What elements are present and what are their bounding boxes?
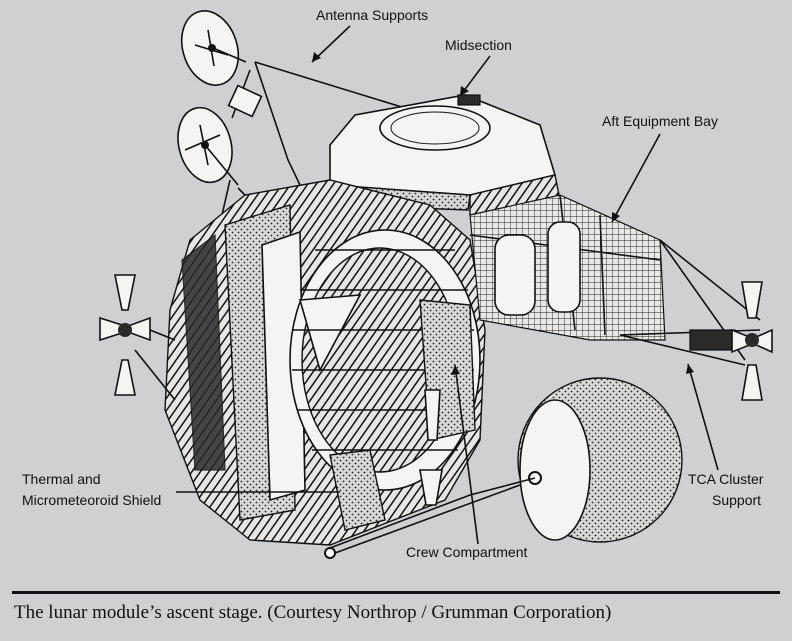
callout-crew-compartment: Crew Compartment: [406, 364, 527, 560]
label-thermal-line2: Micrometeoroid Shield: [22, 492, 161, 508]
callout-thermal-shield: Thermal and Micrometeoroid Shield: [22, 471, 340, 508]
caption-rule: [12, 591, 780, 594]
dish-antenna-upper: [180, 10, 247, 86]
ascent-stage-drawing: [99, 10, 773, 559]
label-thermal-line1: Thermal and: [22, 471, 101, 487]
lower-struts: [324, 477, 536, 559]
antenna-boom: [227, 61, 406, 186]
callout-antenna-supports: Antenna Supports: [311, 7, 428, 63]
center-thruster: [419, 389, 443, 506]
crew-compartment-barrel: [289, 229, 481, 491]
label-crew-compartment: Crew Compartment: [406, 544, 527, 560]
right-thruster-cluster: [731, 281, 773, 401]
label-tca-line1: TCA Cluster: [688, 471, 764, 487]
callout-midsection: Midsection: [445, 37, 512, 97]
label-tca-line2: Support: [712, 492, 761, 508]
label-midsection: Midsection: [445, 37, 512, 53]
label-aft-equipment-bay: Aft Equipment Bay: [602, 113, 718, 129]
micrometeoroid-shield-patch: [329, 449, 386, 531]
callout-aft-equipment-bay: Aft Equipment Bay: [602, 113, 718, 223]
figure-caption: The lunar module’s ascent stage. (Courte…: [14, 602, 612, 623]
aft-equipment-bay: [469, 194, 761, 366]
left-thruster-cluster: [99, 274, 176, 401]
label-antenna-supports: Antenna Supports: [316, 7, 428, 23]
callout-tca-cluster-support: TCA Cluster Support: [686, 363, 764, 508]
spherical-tank: [517, 377, 683, 543]
dish-antenna-lower: [177, 106, 261, 216]
